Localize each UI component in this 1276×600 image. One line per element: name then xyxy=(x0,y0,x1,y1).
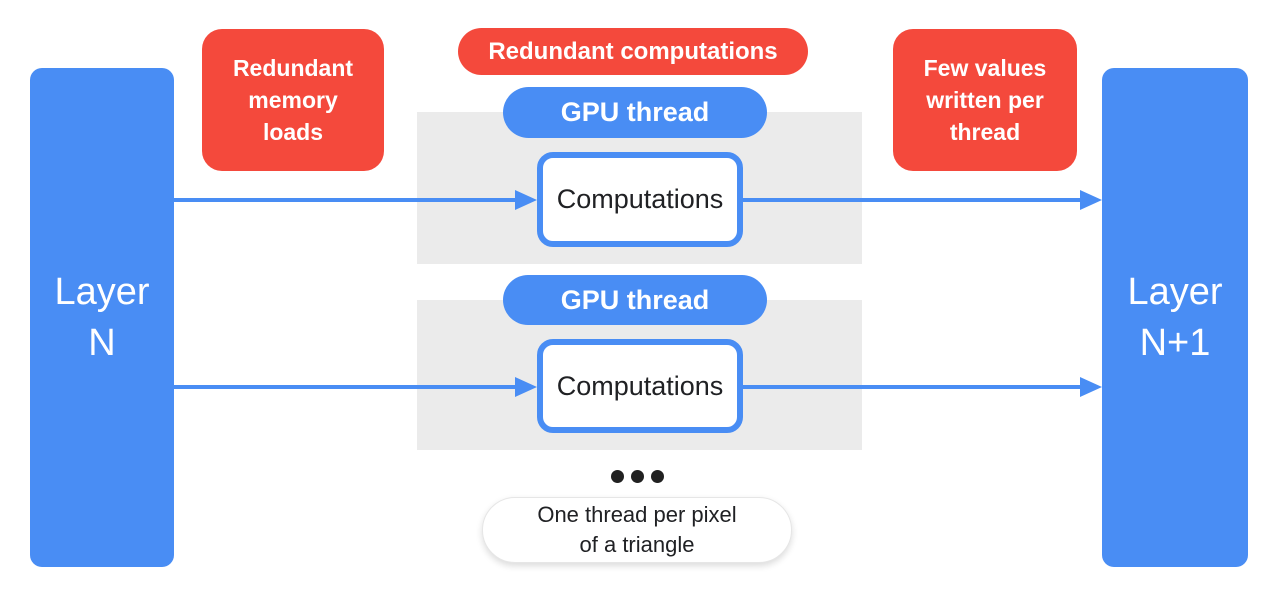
arrow-layer-n-to-computations-2-line xyxy=(174,385,515,389)
arrow-layer-n-to-computations-2-head xyxy=(515,377,537,397)
gpu-thread-pill-1: GPU thread xyxy=(503,87,767,138)
ellipsis-dot xyxy=(611,470,624,483)
ellipsis-dot xyxy=(631,470,644,483)
arrow-computations-2-to-layer-n1-head xyxy=(1080,377,1102,397)
annotation-redundant-computations: Redundant computations xyxy=(458,28,808,75)
ellipsis-dot xyxy=(651,470,664,483)
annotation-few-values-written-per-thread: Few values written per thread xyxy=(893,29,1077,171)
computations-box-1: Computations xyxy=(537,152,743,247)
ellipsis-dots-icon xyxy=(611,470,664,483)
computations-box-2: Computations xyxy=(537,339,743,433)
arrow-computations-1-to-layer-n1-head xyxy=(1080,190,1102,210)
annotation-redundant-memory-loads: Redundant memory loads xyxy=(202,29,384,171)
arrow-layer-n-to-computations-1-line xyxy=(174,198,515,202)
layer-n-block: Layer N xyxy=(30,68,174,567)
arrow-computations-1-to-layer-n1-line xyxy=(743,198,1080,202)
arrow-computations-2-to-layer-n1-line xyxy=(743,385,1080,389)
layer-n-plus-1-block: Layer N+1 xyxy=(1102,68,1248,567)
arrow-layer-n-to-computations-1-head xyxy=(515,190,537,210)
gpu-thread-pill-2: GPU thread xyxy=(503,275,767,325)
footnote-one-thread-per-pixel: One thread per pixel of a triangle xyxy=(482,497,792,563)
